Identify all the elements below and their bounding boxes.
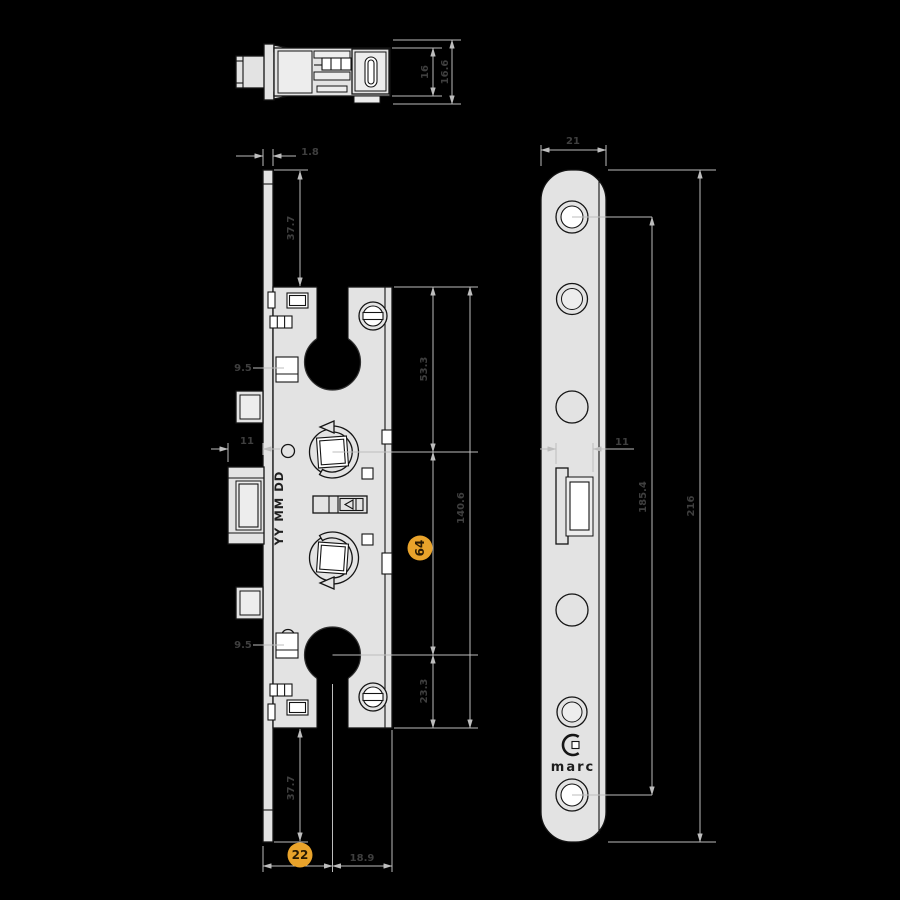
dim-top-to-spindle: 53.3 bbox=[419, 357, 430, 382]
square-hole-lower bbox=[361, 533, 374, 546]
faceplate-plan bbox=[263, 43, 275, 101]
date-stamp: YY MM DD bbox=[272, 471, 286, 547]
dim-plate-width: 21 bbox=[566, 136, 580, 147]
svg-text:64: 64 bbox=[413, 540, 427, 557]
logo-text: marc bbox=[551, 760, 595, 775]
dim-body-height: 140.6 bbox=[456, 492, 467, 524]
aux-bolt-bottom bbox=[235, 586, 264, 620]
side-notch-upper bbox=[381, 429, 393, 445]
top-view: 16 16.6 bbox=[235, 39, 461, 105]
dim-aux-bolt-top: 9.5 bbox=[234, 363, 252, 374]
badge-spindle-centers: 64 bbox=[407, 535, 433, 561]
hole-upper bbox=[555, 282, 589, 316]
badge-backset: 22 bbox=[287, 842, 313, 868]
faceplate-view: marc 21 11 185.4 216 bbox=[540, 136, 716, 843]
latch-slider bbox=[312, 495, 368, 514]
spindle-hole-upper bbox=[555, 390, 589, 424]
dim-plate-extension-bottom: 37.7 bbox=[286, 776, 297, 801]
spindle-hole-lower bbox=[555, 593, 589, 627]
side-notch-lower bbox=[381, 552, 393, 575]
dim-latch-projection: 11 bbox=[240, 436, 254, 447]
screw-bottom bbox=[358, 682, 388, 712]
dim-screw-hole-centers: 185.4 bbox=[638, 481, 649, 513]
aux-bolt-top bbox=[235, 390, 264, 424]
brand-logo: marc bbox=[551, 733, 595, 775]
dim-plate-length: 216 bbox=[686, 496, 697, 517]
front-view: YY MM DD 1.8 37.7 9.5 bbox=[211, 147, 478, 872]
hole-lower bbox=[556, 696, 588, 728]
dim-total-depth: 16.6 bbox=[440, 60, 451, 85]
cylinder-slot bbox=[364, 56, 378, 88]
dim-aux-bolt-bottom: 9.5 bbox=[234, 640, 252, 651]
dim-spindle-to-bottom: 23.3 bbox=[419, 679, 430, 704]
dim-faceplate-thickness: 1.8 bbox=[301, 147, 319, 158]
dim-latch-width: 11 bbox=[615, 437, 629, 448]
dim-plate-extension-top: 37.7 bbox=[286, 216, 297, 241]
aux-window-upper bbox=[275, 356, 299, 383]
square-hole-upper bbox=[361, 467, 374, 480]
dim-body-depth: 16 bbox=[420, 65, 431, 79]
spindle-follower-lower bbox=[308, 531, 360, 590]
svg-text:22: 22 bbox=[292, 848, 309, 862]
main-latch-bolt bbox=[227, 466, 265, 545]
screw-top bbox=[358, 301, 388, 331]
logo-mark-icon bbox=[561, 733, 580, 757]
dim-center-to-back: 18.9 bbox=[350, 853, 375, 864]
rivet-upper bbox=[280, 443, 296, 459]
latch-opening bbox=[555, 467, 594, 545]
